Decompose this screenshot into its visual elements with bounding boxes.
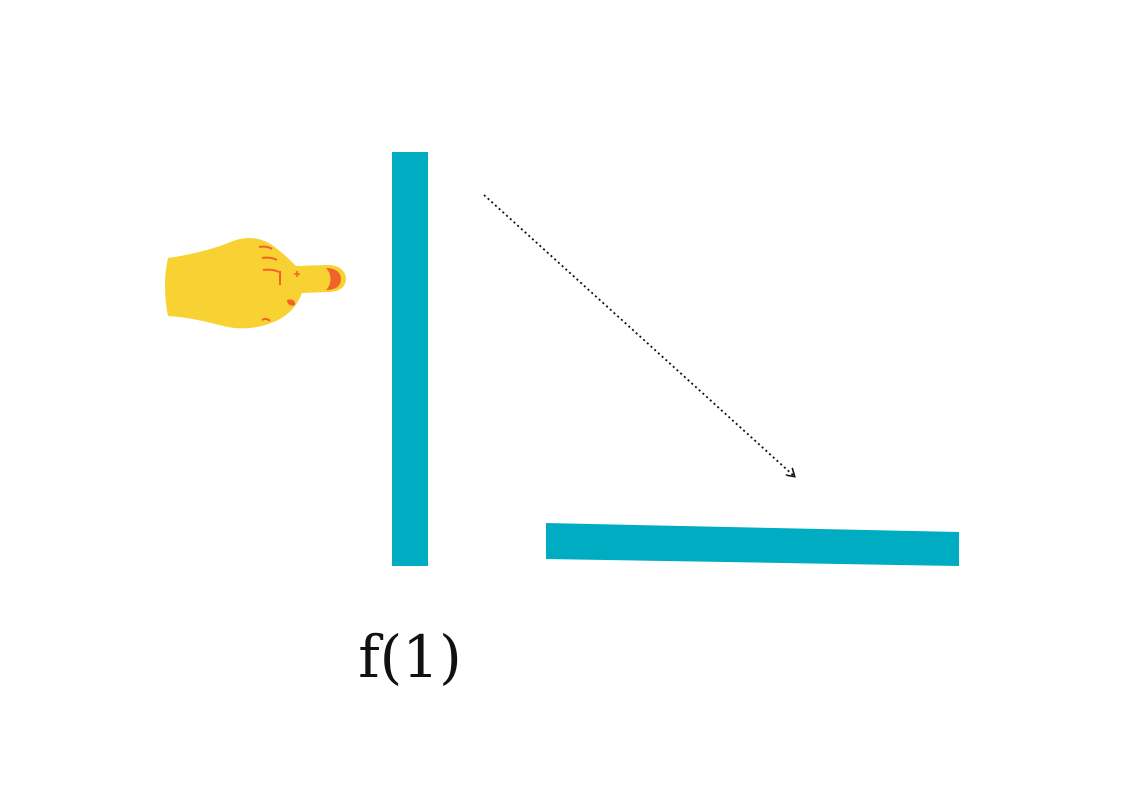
vertical-bar bbox=[392, 152, 428, 566]
horizontal-bar bbox=[546, 523, 959, 566]
dotted-arrow-icon bbox=[483, 194, 794, 476]
function-label: f(1) bbox=[358, 623, 462, 691]
pointing-hand-icon bbox=[165, 237, 346, 329]
